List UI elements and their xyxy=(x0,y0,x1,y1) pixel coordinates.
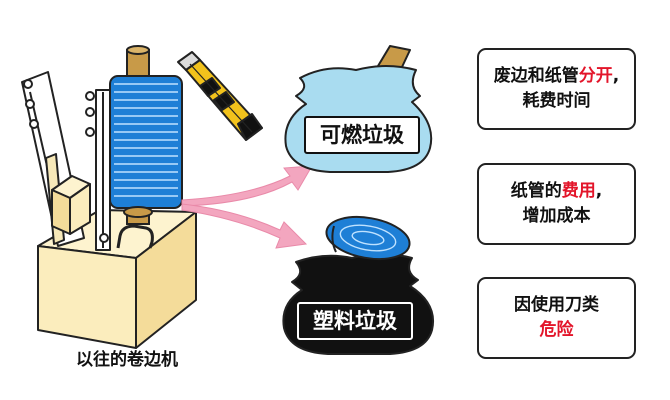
problem-line: 耗费时间 xyxy=(522,91,591,111)
problem-line: 纸管的费用, xyxy=(510,181,603,201)
problem-card-cost: 纸管的费用, 增加成本 xyxy=(477,163,636,245)
problem-line: 废边和纸管分开, xyxy=(493,66,620,86)
problem-line: 增加成本 xyxy=(522,206,591,226)
flow-arrows xyxy=(181,165,313,249)
rewinder-machine-icon xyxy=(21,71,197,349)
problem-card-danger: 因使用刀类 危险 xyxy=(477,277,636,359)
film-roll-icon xyxy=(109,75,183,218)
problem-line: 危险 xyxy=(539,320,574,340)
machine-caption: 以往的卷边机 xyxy=(76,350,178,370)
problem-line: 因使用刀类 xyxy=(514,295,599,315)
cutter-knife-icon xyxy=(177,51,263,141)
problem-card-separation: 废边和纸管分开, 耗费时间 xyxy=(477,48,636,130)
plastic-waste-label: 塑料垃圾 xyxy=(297,302,413,340)
burnable-waste-label: 可燃垃圾 xyxy=(304,116,420,154)
